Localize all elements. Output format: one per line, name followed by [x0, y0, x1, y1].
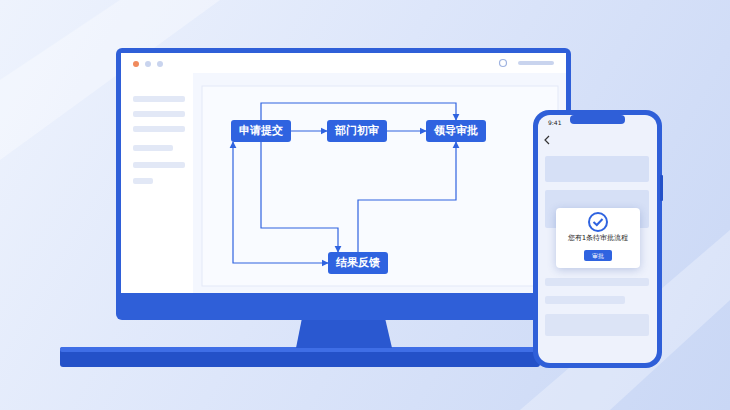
- title-bar: [121, 53, 566, 73]
- flow-arrow: [261, 103, 456, 120]
- flow-arrow: [387, 130, 426, 131]
- phone-screen: [538, 115, 657, 363]
- sidebar-item: [133, 111, 185, 117]
- monitor-bezel: [116, 48, 571, 320]
- search-icon: [500, 60, 507, 67]
- sidebar-item: [133, 178, 153, 184]
- sidebar-item: [133, 145, 173, 151]
- phone-placeholder: [545, 296, 625, 304]
- phone-placeholder: [545, 314, 649, 336]
- node-text: 结果反馈: [336, 256, 380, 269]
- flow-arrow: [291, 130, 327, 131]
- check-icon: [588, 212, 608, 232]
- phone-body: [533, 110, 662, 368]
- window-dot: [145, 61, 151, 67]
- search-bar: [518, 61, 554, 65]
- content-panel: [202, 86, 558, 286]
- window-dot: [133, 61, 139, 67]
- flow-arrow: [233, 142, 328, 263]
- flow-arrow: [358, 142, 456, 252]
- status-time: 9:41: [548, 119, 561, 126]
- process-box: 部门初审: [327, 120, 387, 142]
- process-box: 结果反馈: [328, 252, 388, 274]
- node-text: 部门初审: [335, 124, 379, 137]
- monitor-neck: [296, 318, 392, 348]
- phone-notch: [570, 115, 625, 124]
- monitor-base: [60, 347, 540, 367]
- sidebar-item: [133, 162, 185, 168]
- window-dot: [157, 61, 163, 67]
- sidebar-item: [133, 126, 185, 132]
- flow-arrow: [261, 142, 338, 252]
- process-box: 申请提交: [231, 120, 291, 142]
- action-button: 审批: [584, 250, 612, 261]
- sidebar: [121, 73, 193, 293]
- node-text: 申请提交: [239, 124, 283, 137]
- process-box: 领导审批: [426, 120, 486, 142]
- phone-placeholder: [545, 278, 649, 286]
- monitor-screen: [121, 53, 566, 293]
- node-text: 审批: [592, 252, 604, 259]
- notification-card: 您有1条待审批流程审批: [556, 208, 640, 268]
- node-text: 您有1条待审批流程: [562, 234, 634, 243]
- phone-placeholder: [545, 156, 649, 182]
- phone-button: [660, 175, 663, 201]
- sidebar-item: [133, 96, 185, 102]
- back-chevron: [545, 136, 549, 144]
- node-text: 领导审批: [434, 124, 478, 137]
